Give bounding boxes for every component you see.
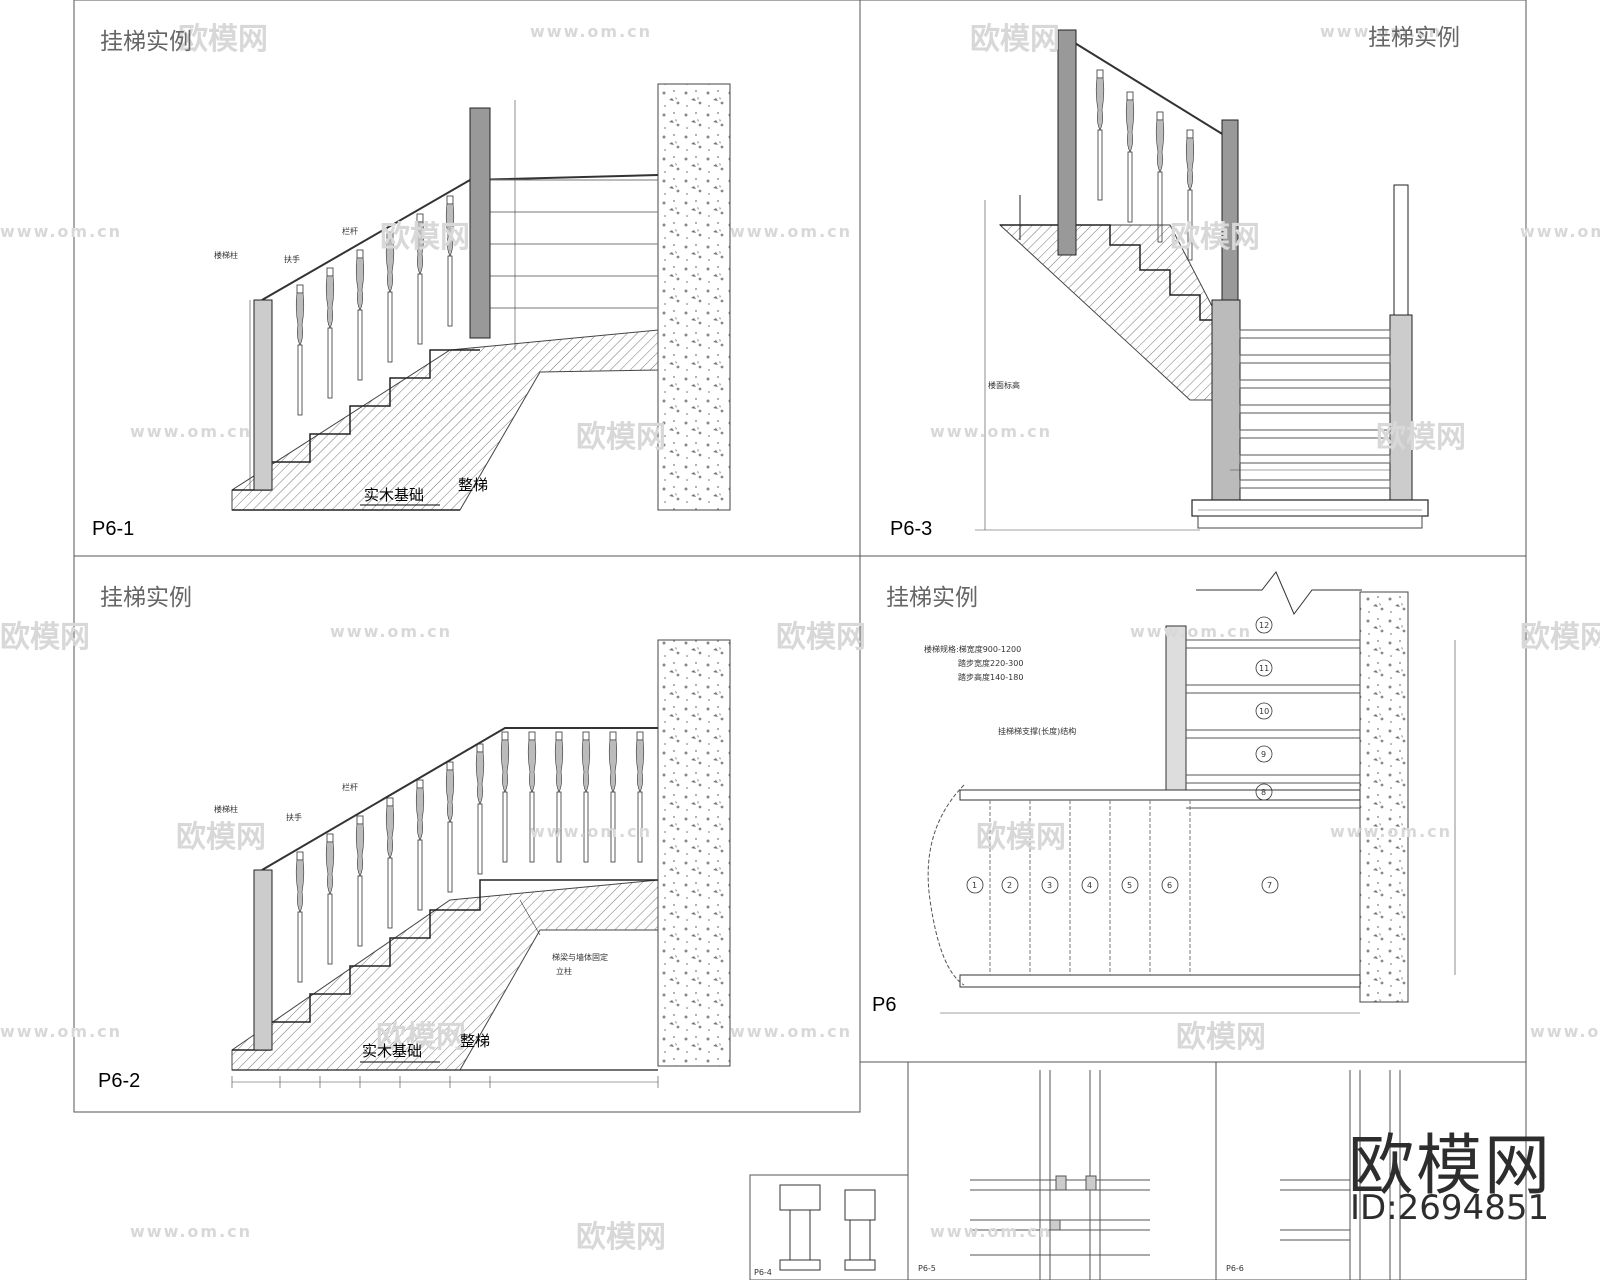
step-number: 6 — [1167, 881, 1173, 890]
panel-code: P6-3 — [890, 518, 933, 540]
panel-code: P6-2 — [98, 1070, 141, 1092]
panel-code: P6-1 — [92, 518, 135, 540]
note-floor: 楼面标高 — [988, 381, 1020, 390]
label-stair: 整梯 — [458, 476, 489, 494]
panel-frames — [73, 0, 1527, 1280]
panel-p6-4-drawing — [779, 1184, 876, 1271]
step-number: 4 — [1087, 881, 1093, 890]
label-stair: 整梯 — [460, 1032, 491, 1050]
step-number: 8 — [1261, 788, 1267, 797]
panel-code: P6-6 — [1226, 1264, 1244, 1273]
note-beam2: 立柱 — [556, 967, 572, 976]
step-number: 2 — [1007, 881, 1013, 890]
model-id: ID:2694851 — [1350, 1188, 1550, 1228]
panel-title: 挂梯实例 — [1368, 25, 1460, 51]
label-base: 实木基础 — [362, 1042, 423, 1060]
panel-p6-3-drawing — [975, 29, 1429, 531]
panel-code: P6 — [872, 994, 897, 1016]
panel-title: 挂梯实例 — [100, 585, 192, 611]
note-beam: 挂梯梯支撑(长度)结构 — [998, 727, 1077, 736]
spec-line: 楼梯规格:梯宽度900-1200 — [924, 645, 1022, 654]
panel-title: 挂梯实例 — [886, 585, 978, 611]
spec-line: 踏步高度140-180 — [958, 673, 1024, 682]
note-rail: 扶手 — [286, 813, 302, 822]
panel-title: 挂梯实例 — [100, 29, 192, 55]
step-number: 10 — [1259, 707, 1270, 716]
step-number: 11 — [1259, 664, 1270, 673]
step-number: 5 — [1127, 881, 1133, 890]
panel-p6-2-drawing — [231, 639, 731, 1088]
note-baluster: 栏杆 — [342, 227, 358, 236]
note-baluster: 栏杆 — [342, 783, 358, 792]
panel-code: P6-5 — [918, 1264, 936, 1273]
note-post: 楼梯柱 — [214, 805, 238, 814]
step-number: 1 — [972, 881, 978, 890]
brand-logo-text: 欧模网 — [1348, 1127, 1552, 1204]
panel-code: P6-4 — [754, 1268, 772, 1277]
note-beam: 梯梁与墙体固定 — [552, 953, 608, 962]
step-number: 7 — [1267, 881, 1273, 890]
panel-p6-plan — [927, 571, 1456, 1014]
label-base: 实木基础 — [364, 486, 425, 504]
note-post: 楼梯柱 — [214, 251, 238, 260]
panel-p6-5-drawing — [970, 1070, 1150, 1280]
panel-p6-1-drawing — [231, 83, 731, 511]
panel-p6-6-drawing — [1280, 1070, 1401, 1280]
step-number: 9 — [1261, 750, 1267, 759]
spec-line: 踏步宽度220-300 — [958, 659, 1024, 668]
step-number: 3 — [1047, 881, 1053, 890]
note-rail: 扶手 — [284, 255, 300, 264]
step-number: 12 — [1259, 621, 1270, 630]
